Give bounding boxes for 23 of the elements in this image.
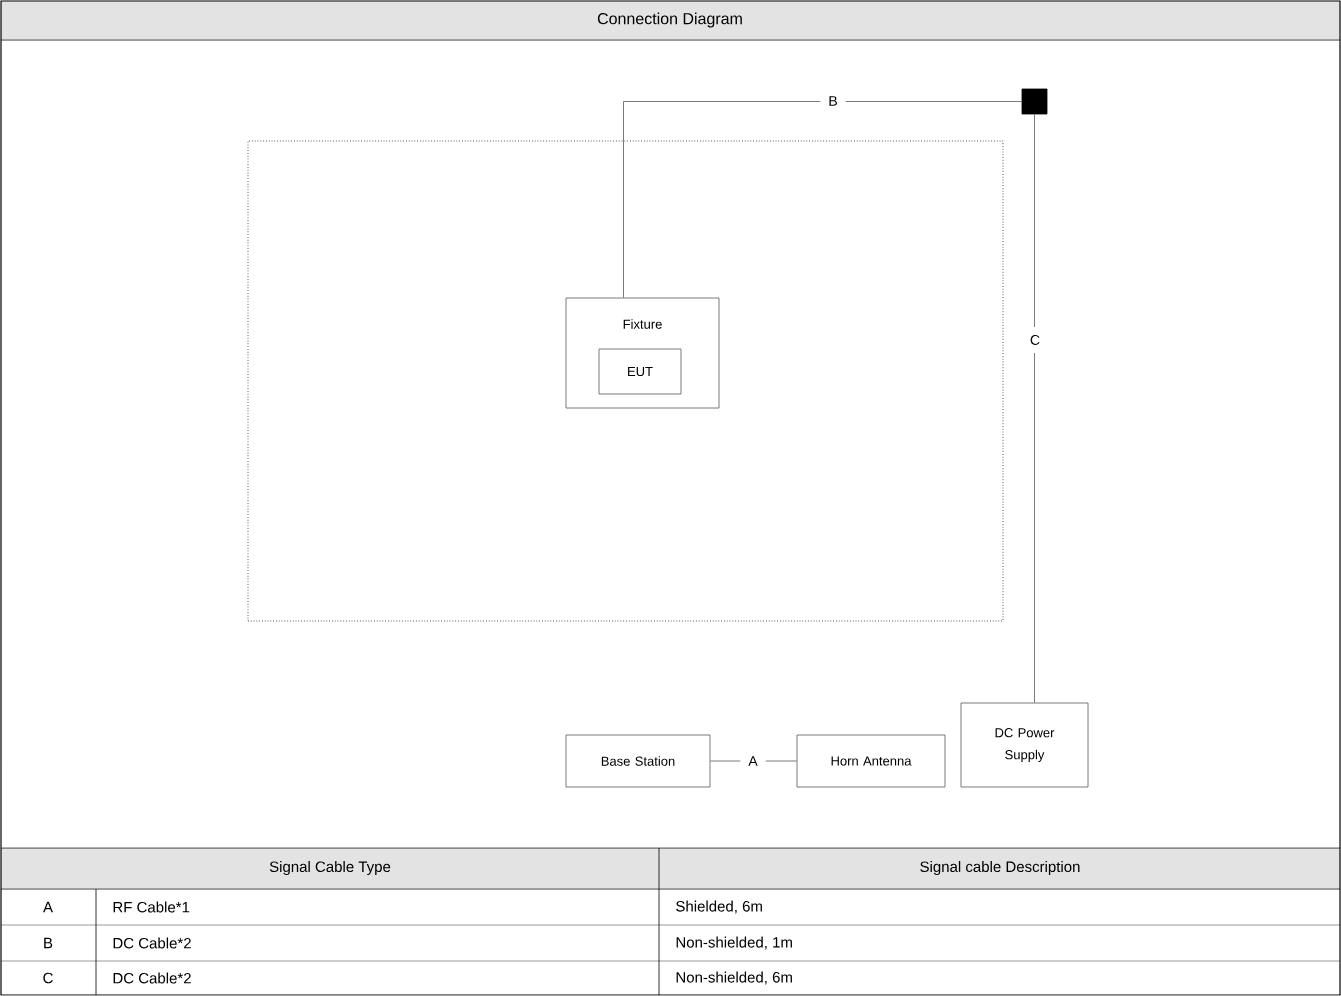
- table-cell-text: Shielded, 6m: [676, 900, 762, 914]
- equipment-box: Horn Antenna: [796, 734, 946, 788]
- equipment-box: Base Station: [565, 734, 711, 788]
- table-cell-text: A: [43, 901, 53, 913]
- table-cell-text: Signal cable Description: [920, 861, 1080, 875]
- table-cell-text: C: [43, 972, 53, 984]
- edge-label: A: [740, 748, 766, 774]
- edge-label: B: [820, 88, 846, 114]
- table-cell-text: Signal Cable Type: [269, 861, 391, 875]
- table-cell-text: Non-shielded, 1m: [676, 936, 792, 950]
- table-cell-text: DC Cable*2: [113, 972, 191, 984]
- table-cell-text: B: [44, 937, 53, 949]
- equipment-box: DC Power Supply: [960, 702, 1089, 788]
- title: Connection Diagram: [597, 12, 742, 28]
- test-area-boundary: [247, 140, 1004, 622]
- table-cell-text: RF Cable*1: [113, 901, 190, 913]
- eut-box: EUT: [598, 348, 682, 395]
- table-cell-text: DC Cable*2: [113, 937, 191, 949]
- table-cell-text: Non-shielded, 6m: [676, 971, 792, 985]
- cable-line: [1034, 114, 1035, 703]
- junction-square: [1021, 88, 1048, 115]
- cable-line: [623, 101, 1022, 298]
- edge-label: C: [1021, 327, 1049, 353]
